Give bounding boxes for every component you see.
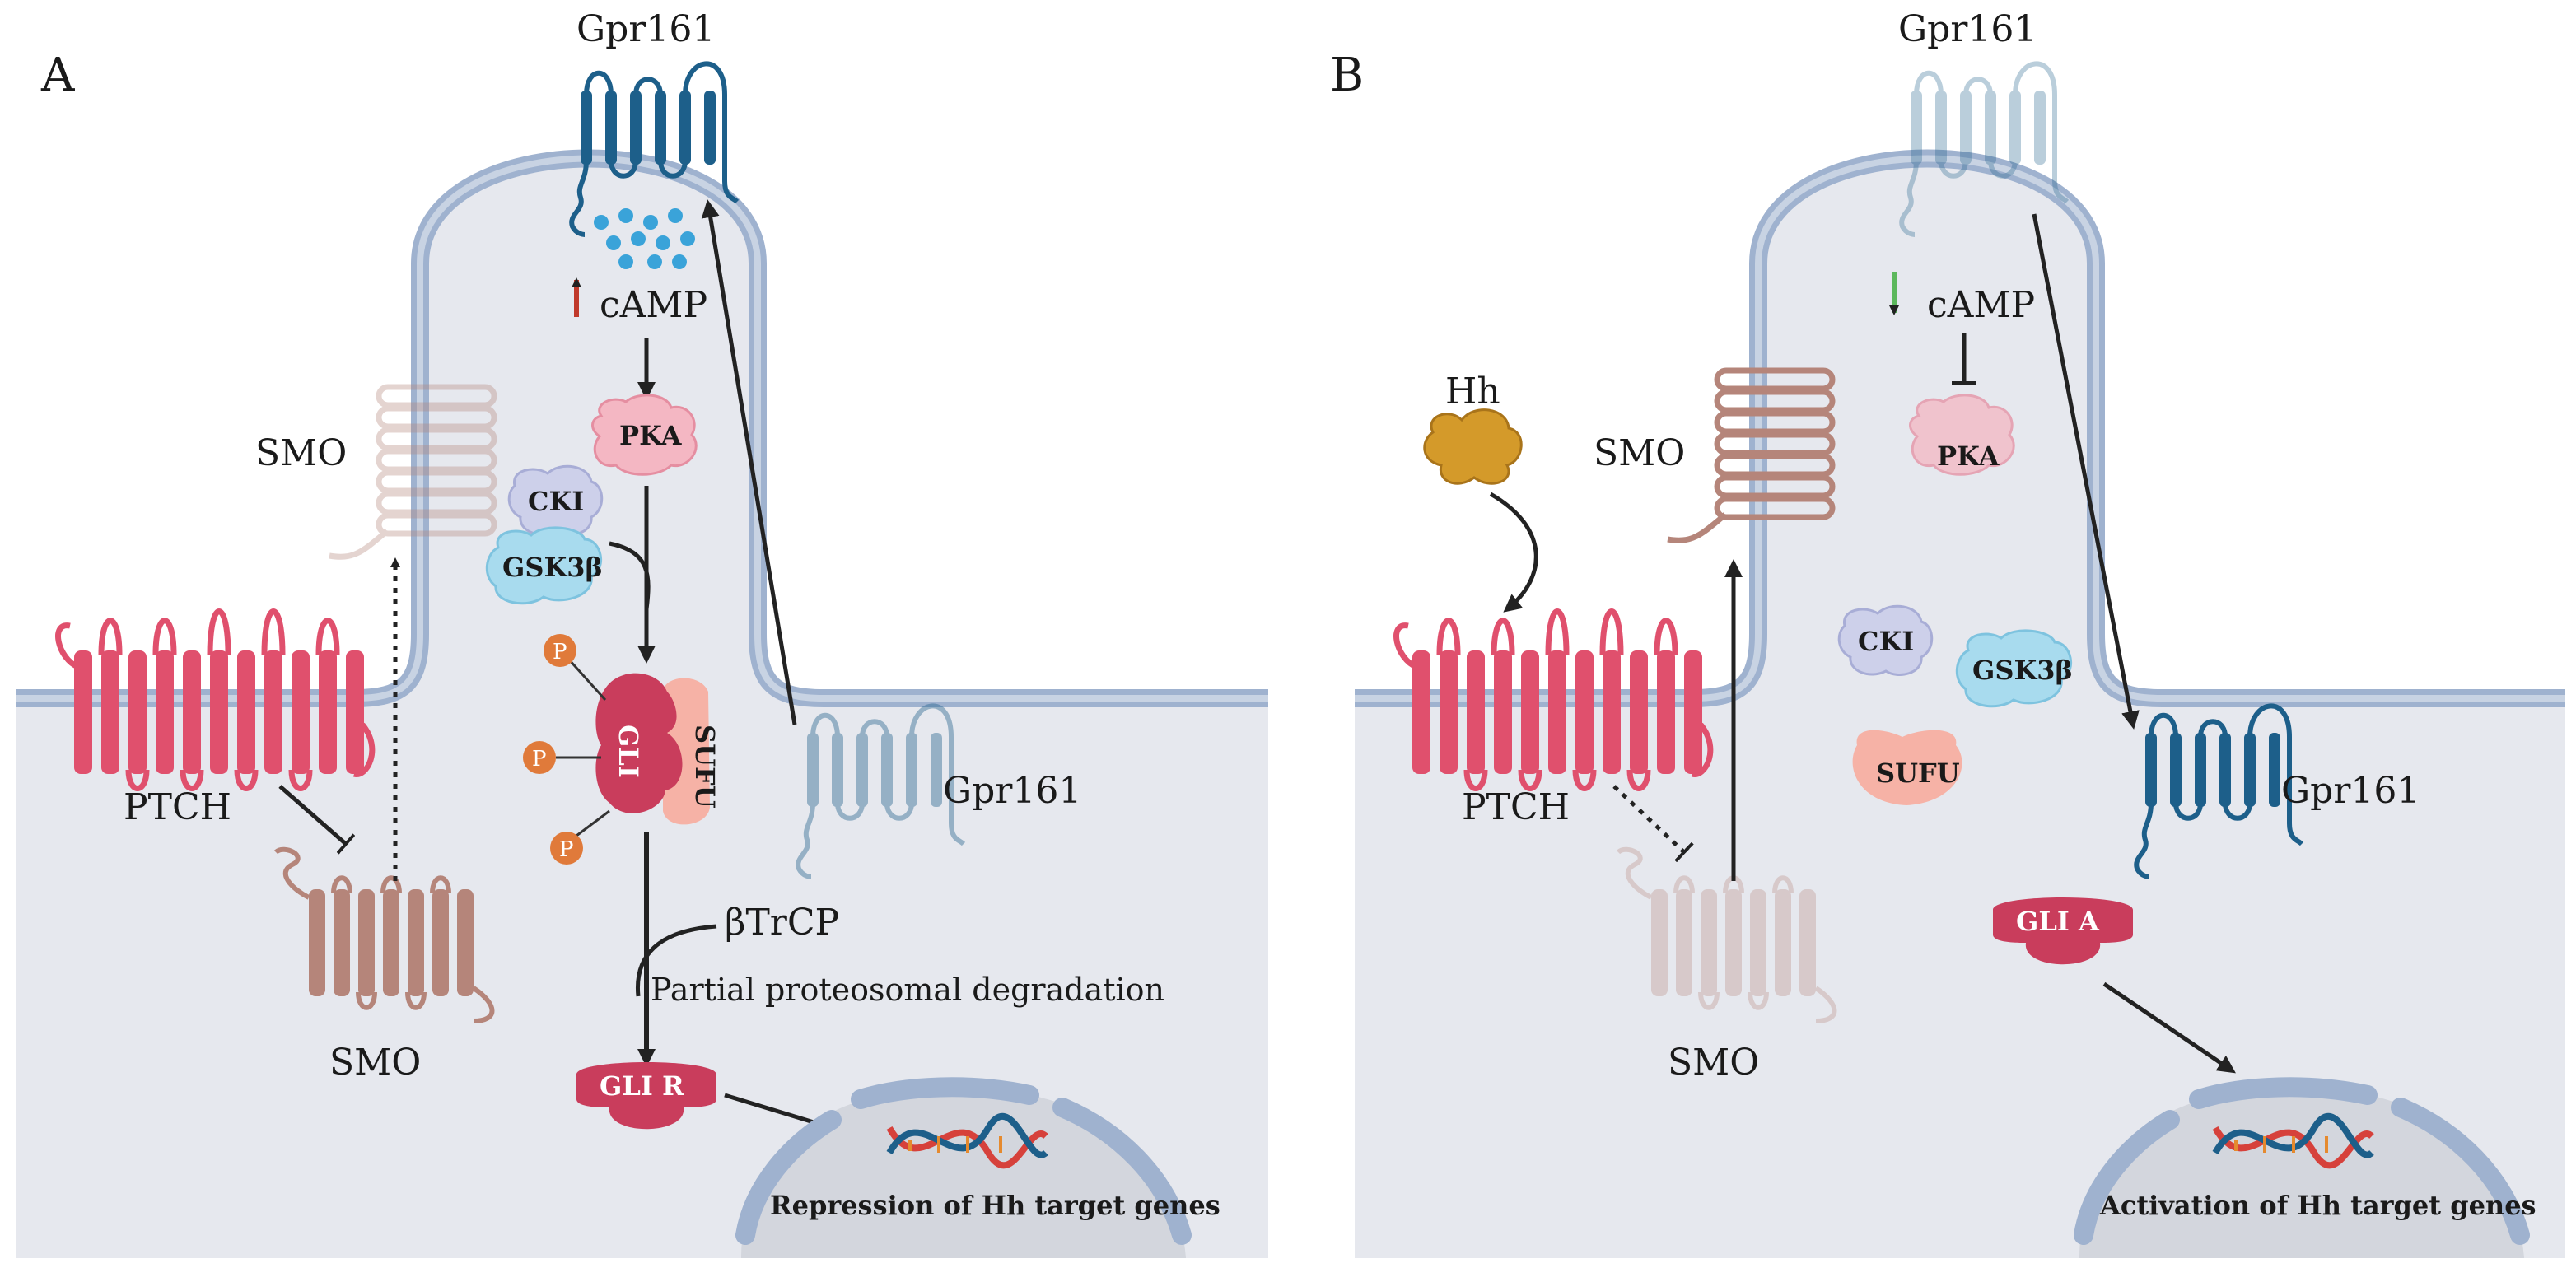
panel-a-letter: A [40, 49, 75, 102]
ptch-receptor-b [1397, 612, 1710, 789]
gsk3b-label-b: GSK3β [1972, 655, 2073, 686]
phosphate-1-a [544, 634, 576, 667]
camp-label-a: cAMP [600, 284, 707, 326]
gli-r-label-a: GLI R [600, 1070, 684, 1102]
hh-ligand-b [1423, 408, 1523, 485]
gli-a-label-b: GLI A [2016, 906, 2100, 937]
glia-to-dna-arrow-b [2102, 981, 2236, 1074]
gpr161-exit-cilium-arrow-b [2032, 213, 2140, 730]
ptch-label-b: PTCH [1462, 786, 1570, 828]
gpr161-top-label-a: Gpr161 [576, 8, 715, 50]
smo-upper-label-a: SMO [255, 432, 347, 474]
dna-helix-a [886, 1112, 1048, 1169]
pka-label-b: PKA [1937, 441, 2000, 472]
smo-upper-label-b: SMO [1594, 432, 1685, 474]
gli-r-a [576, 1062, 716, 1130]
svg-text:P: P [553, 640, 567, 664]
camp-label-b: cAMP [1927, 284, 2035, 326]
target-label-b: Activation of Hh target genes [2099, 1190, 2536, 1221]
svg-text:P: P [532, 747, 547, 772]
gli-label-a: GLI [613, 725, 644, 778]
ptch-receptor-a [58, 612, 372, 789]
gpr161-into-cilium-arrow-a [701, 199, 797, 725]
ptch-inhibits-smo-dotted-b [1612, 785, 1694, 863]
btrcp-arrow-a [635, 924, 717, 997]
sufu-b [1852, 730, 1962, 805]
smo-lower-label-a: SMO [329, 1042, 421, 1084]
gli-a-b [1993, 897, 2133, 965]
gli-a [595, 673, 683, 813]
gsk3b-a [485, 526, 602, 605]
kinase-merge-arrow-a [609, 541, 651, 610]
panel-a: A Gpr161 cAMP PKA CKI GSK3β SUFU GLI [16, 8, 1268, 1258]
svg-text:P: P [559, 837, 574, 862]
gpr161-side-label-a: Gpr161 [943, 770, 1081, 812]
cki-a [507, 464, 604, 536]
cki-label-b: CKI [1858, 626, 1914, 657]
dna-helix-b [2212, 1112, 2374, 1169]
hh-to-ptch-arrow-b [1489, 492, 1538, 613]
sufu-label-b: SUFU [1876, 758, 1960, 789]
smo-lower-label-b: SMO [1668, 1042, 1759, 1084]
nucleus-a [741, 1087, 1186, 1258]
ptch-label-a: PTCH [124, 786, 231, 828]
pka-a [591, 394, 698, 476]
cki-b [1837, 604, 1934, 676]
cki-label-a: CKI [528, 486, 584, 517]
gsk3b-label-a: GSK3β [502, 552, 603, 583]
pka-b [1909, 394, 2015, 476]
gsk3b-b [1955, 629, 2072, 708]
gpr161-top-label-b: Gpr161 [1898, 8, 2037, 50]
degradation-label-a: Partial proteosomal degradation [651, 972, 1164, 1008]
nucleus-b [2079, 1087, 2524, 1258]
panel-b: B Gpr161 cAMP PKA Hh SMO PTCH SMO [1330, 8, 2565, 1258]
phosphate-2-a [523, 741, 556, 774]
hh-label-b: Hh [1445, 371, 1500, 413]
ptch-inhibits-smo-a [278, 785, 356, 855]
pka-label-a: PKA [619, 420, 683, 451]
target-label-a: Repression of Hh target genes [770, 1190, 1220, 1221]
phosphate-3-a [550, 832, 583, 865]
sufu-label-a: SUFU [689, 725, 721, 809]
btrcp-label-a: βTrCP [725, 902, 839, 944]
gpr161-side-label-b: Gpr161 [2281, 770, 2420, 812]
camp-molecules-a [594, 208, 695, 269]
panel-b-letter: B [1330, 49, 1364, 102]
